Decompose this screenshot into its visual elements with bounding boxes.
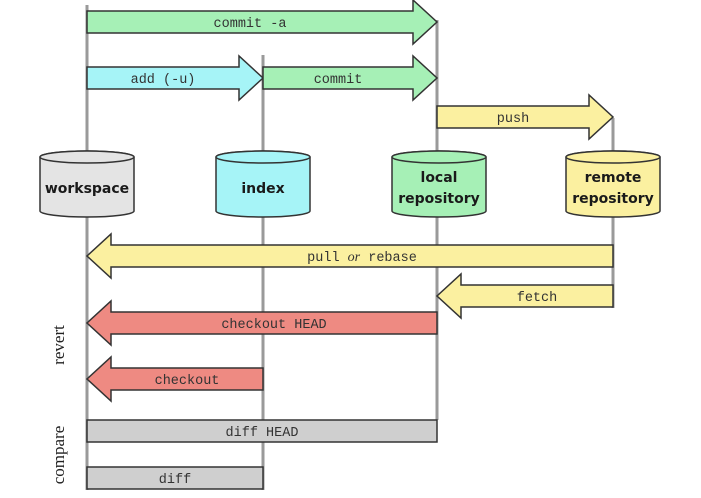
command-label: fetch xyxy=(517,291,558,306)
store-label: index xyxy=(241,181,284,197)
store-label: workspace xyxy=(45,181,129,197)
command-label: add (-u) xyxy=(131,73,196,88)
cylinder-top xyxy=(215,150,311,164)
command-push[interactable]: push xyxy=(436,93,615,141)
command-label: checkout xyxy=(155,374,220,389)
command-commit-a[interactable]: commit -a xyxy=(86,0,439,46)
arrow-shape xyxy=(86,419,438,443)
store-label: remote xyxy=(585,170,642,186)
store-label: repository xyxy=(398,191,480,207)
command-label: checkout HEAD xyxy=(221,318,326,333)
store-label: repository xyxy=(572,191,654,207)
command-label: push xyxy=(497,112,529,127)
cylinder-top xyxy=(391,150,487,164)
command-checkout[interactable]: checkout xyxy=(85,355,264,403)
command-label: commit -a xyxy=(214,17,287,32)
arrow-shape xyxy=(435,272,614,320)
store-label: local xyxy=(421,170,458,186)
arrow-shape xyxy=(86,54,265,102)
arrow-shape xyxy=(86,0,439,46)
command-diff-head[interactable]: diff HEAD xyxy=(86,419,438,443)
command-label: commit xyxy=(314,73,363,88)
arrow-shape xyxy=(85,355,264,403)
stores: workspace index local repository remote repos… xyxy=(39,150,661,218)
command-pull[interactable]: pull or rebase xyxy=(85,232,614,280)
command-commit[interactable]: commit xyxy=(262,54,439,102)
store-workspace[interactable]: workspace xyxy=(39,150,135,218)
store-index[interactable]: index xyxy=(215,150,311,218)
store-remote[interactable]: remote repository xyxy=(565,150,661,218)
command-label: diff xyxy=(159,473,191,488)
arrow-shape xyxy=(436,93,615,141)
cylinder-top xyxy=(565,150,661,164)
command-diff[interactable]: diff xyxy=(86,466,264,490)
arrow-shape xyxy=(262,54,439,102)
arrow-shape xyxy=(85,299,438,347)
command-add[interactable]: add (-u) xyxy=(86,54,265,102)
cylinder-top xyxy=(39,150,135,164)
arrow-shape xyxy=(85,232,614,280)
command-arrows: commit -a add (-u) commit push pull or rebas… xyxy=(85,0,615,490)
group-label-compare: compare xyxy=(49,426,68,485)
command-label: diff HEAD xyxy=(226,426,299,441)
label-part: pull xyxy=(307,251,348,266)
command-fetch[interactable]: fetch xyxy=(435,272,614,320)
label-part: rebase xyxy=(360,251,417,266)
arrow-shape xyxy=(86,466,264,490)
group-label-revert: revert xyxy=(49,325,68,365)
command-checkout-head[interactable]: checkout HEAD xyxy=(85,299,438,347)
store-local[interactable]: local repository xyxy=(391,150,487,218)
label-part: or xyxy=(348,250,361,265)
command-label: pull or rebase xyxy=(307,250,417,266)
